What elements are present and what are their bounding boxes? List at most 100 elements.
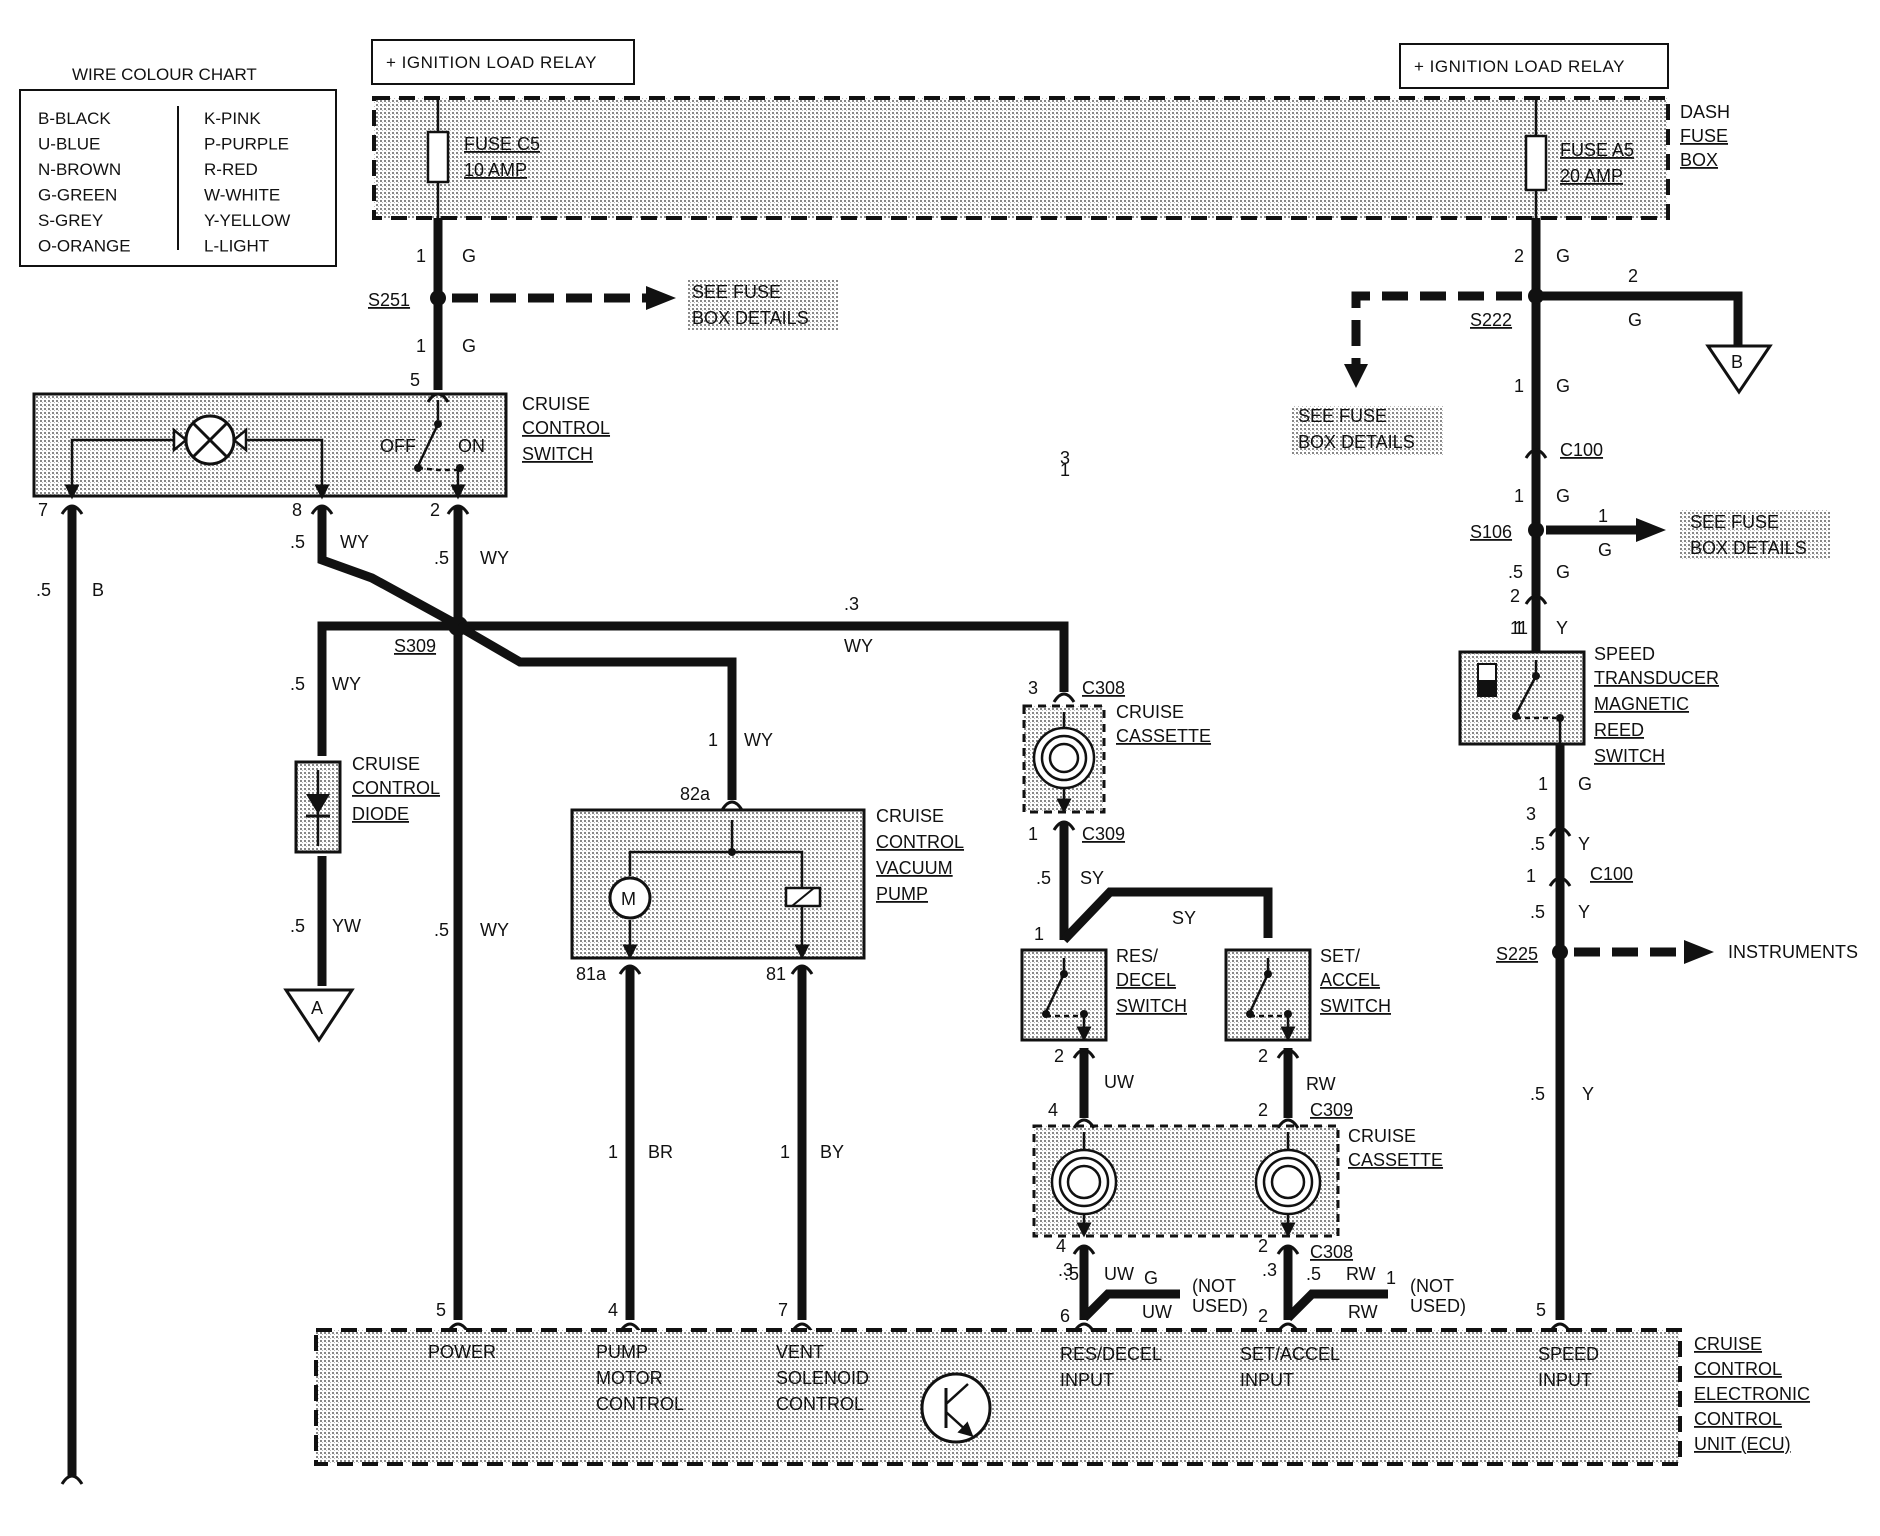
wire-chart-right-3: W-WHITE (204, 186, 280, 205)
res-switch-l3: SWITCH (1116, 996, 1187, 1016)
wire-label-w26-color: RW (1346, 1264, 1376, 1284)
ground-b-symbol: B (1705, 344, 1773, 395)
ecu-pump-ctrl-1: MOTOR (596, 1368, 663, 1388)
cassette-bottom-l1: CRUISE (1348, 1126, 1416, 1146)
switch-contact-icon (414, 400, 466, 500)
fuse-a5-name: FUSE A5 (1560, 140, 1634, 160)
pin-label-0: 5 (410, 370, 420, 390)
pin-label-20: 6 (1060, 1306, 1070, 1326)
cruise-switch-l1: CRUISE (522, 394, 590, 414)
wire-label-w13-size: .5 (290, 674, 305, 694)
pin-label-5: 3 (1060, 448, 1070, 468)
pump-l1: CRUISE (876, 806, 944, 826)
fuse-a5-rating: 20 AMP (1560, 166, 1623, 186)
ecu-pump-ctrl-2: CONTROL (596, 1394, 684, 1414)
pin-label-21: 2 (1258, 1306, 1268, 1326)
see-fuse-box-details-2: SEE FUSE BOX DETAILS (1292, 406, 1444, 456)
see-fuse-3-l1: SEE FUSE (1690, 512, 1779, 532)
connector-mark-9 (618, 964, 642, 975)
wire-label-w20-0: RW (1306, 1074, 1336, 1094)
wire-label-w22-color: BY (820, 1142, 844, 1162)
connector-mark-16 (1276, 1244, 1300, 1255)
connector-mark-8 (1052, 820, 1076, 831)
wire-label-w22-size: 1 (780, 1142, 790, 1162)
pin-label-7: 81a (576, 964, 607, 984)
wire-label-w5-size: 1 (1514, 376, 1524, 396)
connector-mark-5 (1524, 594, 1548, 605)
wire-label-w30-size: .5 (1530, 902, 1545, 922)
wire-label-w31-size: .5 (1530, 1084, 1545, 1104)
wire-label-w10-size: .5 (290, 532, 305, 552)
cruise-switch-l2: CONTROL (522, 418, 610, 438)
cruise-switch-on: ON (458, 436, 485, 456)
wire-chart-right-5: L-LIGHT (204, 237, 269, 256)
wire-label-w33-0: G (1144, 1268, 1158, 1288)
pin-label-11: 1 (1034, 924, 1044, 944)
see-fuse-2-l1: SEE FUSE (1298, 406, 1387, 426)
diode-l3: DIODE (352, 804, 409, 824)
transistor-icon (920, 1372, 992, 1444)
wire-label-w25-color: UW (1104, 1264, 1134, 1284)
pin-label-19: .3 (1262, 1260, 1277, 1280)
speed-l4: REED (1594, 720, 1644, 740)
diode-icon (306, 770, 330, 846)
wire-chart-title: WIRE COLOUR CHART (72, 65, 257, 84)
wire-label-w7-0: 1 (1598, 506, 1608, 526)
wire-chart-left-3: G-GREEN (38, 186, 117, 205)
connector-mark-25 (60, 1474, 84, 1485)
diode-l1: CRUISE (352, 754, 420, 774)
wire-label-w3-size: 2 (1514, 246, 1524, 266)
wire-chart-left-1: U-BLUE (38, 135, 100, 154)
dash-fuse-box-label-2: FUSE (1680, 126, 1728, 146)
connector-mark-2 (310, 504, 334, 515)
dash-fuse-box (372, 96, 1670, 220)
ignition-relay-right-label: + IGNITION LOAD RELAY (1414, 57, 1625, 76)
wire-label-w11-color: WY (480, 548, 509, 568)
splice-s251: S251 (368, 290, 410, 310)
wire-label-w14-size: 1 (708, 730, 718, 750)
wire-label-w28-size: 1 (1538, 774, 1548, 794)
ecu-speed-input-0: SPEED (1538, 1344, 1599, 1364)
wire-label-w16-size: .5 (434, 920, 449, 940)
wire-label-w2-color: G (462, 336, 476, 356)
ecu-vent-ctrl-1: SOLENOID (776, 1368, 869, 1388)
cassette-coil-icon-1 (1032, 712, 1096, 814)
ground-b-label: B (1731, 352, 1743, 372)
instruments-label: INSTRUMENTS (1728, 942, 1858, 962)
wire-chart-right-4: Y-YELLOW (204, 211, 290, 230)
motor-icon: M (608, 876, 652, 920)
splice-s222: S222 (1470, 310, 1512, 330)
wire-label-w15-color: YW (332, 916, 361, 936)
see-fuse-1-l2: BOX DETAILS (692, 308, 809, 328)
cassette-coil-icon-2 (1050, 1132, 1118, 1238)
connector-mark-14 (1276, 1118, 1300, 1129)
ecu-res-input-1: INPUT (1060, 1370, 1114, 1390)
ecu-title-4: UNIT (ECU) (1694, 1434, 1791, 1454)
pin-label-13: 2 (1258, 1046, 1268, 1066)
speed-l1: SPEED (1594, 644, 1655, 664)
speed-l5: SWITCH (1594, 746, 1665, 766)
pin-label-12: 2 (1054, 1046, 1064, 1066)
cassette-coil-icon-3 (1254, 1132, 1322, 1238)
set-switch-l3: SWITCH (1320, 996, 1391, 1016)
ecu-title-3: CONTROL (1694, 1409, 1782, 1429)
connector-mark-15 (1072, 1244, 1096, 1255)
cassette-bottom-l2: CASSETTE (1348, 1150, 1443, 1170)
connector-c308-top: C308 (1082, 678, 1125, 698)
wire-chart-left-5: O-ORANGE (38, 237, 131, 256)
wire-label-w16-color: WY (480, 920, 509, 940)
wire-label-w31-color: Y (1582, 1084, 1594, 1104)
cruise-control-ecu (314, 1328, 1682, 1466)
connector-mark-7 (1052, 692, 1076, 703)
wire-label-w29-size: .5 (1530, 834, 1545, 854)
pin-label-3: 2 (430, 500, 440, 520)
connector-c308-bottom: C308 (1310, 1242, 1353, 1262)
wire-label-w32-0: 1 (1386, 1268, 1396, 1288)
wire-label-w1-size: 1 (416, 246, 426, 266)
wire-label-w17-color: SY (1080, 868, 1104, 888)
wire-label-w4-0: 2 (1628, 266, 1638, 286)
pin-label-1: 7 (38, 500, 48, 520)
pin-label-2: 8 (292, 500, 302, 520)
pin-label-22: 1 (1514, 618, 1524, 638)
